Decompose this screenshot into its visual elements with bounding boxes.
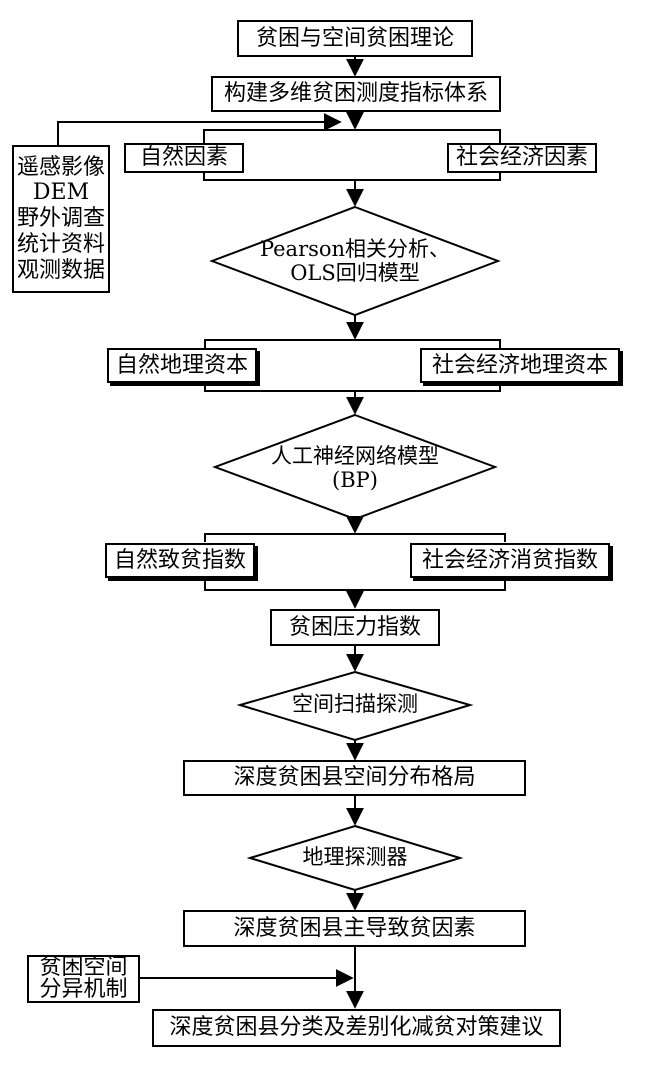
node-policy: 深度贫困县分类及差别化减贫对策建议	[152, 1009, 561, 1047]
node-socio-poverty-index: 社会经济消贫指数	[410, 543, 610, 578]
node-socio-factors: 社会经济因素	[447, 143, 597, 173]
node-pressure-index: 贫困压力指数	[270, 609, 440, 646]
ann-label: 人工神经网络模型 (BP)	[235, 443, 475, 495]
node-main-factors: 深度贫困县主导致贫因素	[183, 910, 526, 947]
mechanism-box: 贫困空间 分异机制	[27, 955, 140, 1003]
node-natural-capital: 自然地理资本	[107, 348, 257, 383]
node-natural-poverty-index: 自然致贫指数	[105, 543, 255, 578]
arrow-data-sources	[57, 113, 342, 145]
ann-line-1: 人工神经网络模型	[271, 444, 439, 469]
data-source-item: 统计资料	[16, 231, 105, 257]
indices-bracket-bottom	[204, 579, 506, 591]
pearson-label: Pearson相关分析、 OLS回归模型	[230, 235, 480, 289]
data-source-item: 观测数据	[16, 257, 105, 283]
mechanism-line-2: 分异机制	[39, 977, 128, 1002]
pearson-line-1: Pearson相关分析、	[259, 237, 451, 262]
data-source-item: 遥感影像	[16, 154, 105, 180]
data-source-item: 野外调查	[16, 206, 105, 232]
data-source-item: DEM	[32, 180, 90, 206]
ann-line-2: (BP)	[332, 468, 378, 492]
node-natural-factors: 自然因素	[124, 143, 244, 173]
mechanism-line-1: 贫困空间	[39, 955, 128, 980]
node-index-system: 构建多维贫困测度指标体系	[211, 76, 501, 112]
geo-detector-label: 地理探测器	[302, 845, 408, 870]
data-sources-box: 遥感影像 DEM 野外调查 统计资料 观测数据	[12, 145, 110, 293]
indices-bracket	[204, 533, 506, 542]
node-socio-capital: 社会经济地理资本	[420, 348, 620, 383]
capital-bracket	[204, 339, 501, 350]
pearson-line-2: OLS回归模型	[290, 261, 420, 285]
node-distribution: 深度贫困县空间分布格局	[183, 760, 526, 796]
capital-bracket-bottom	[204, 382, 501, 392]
factors-bracket	[203, 129, 501, 143]
node-theory: 贫困与空间贫困理论	[237, 20, 473, 57]
spatial-scan-label: 空间扫描探测	[292, 692, 418, 717]
factors-bracket-bottom	[203, 171, 501, 181]
